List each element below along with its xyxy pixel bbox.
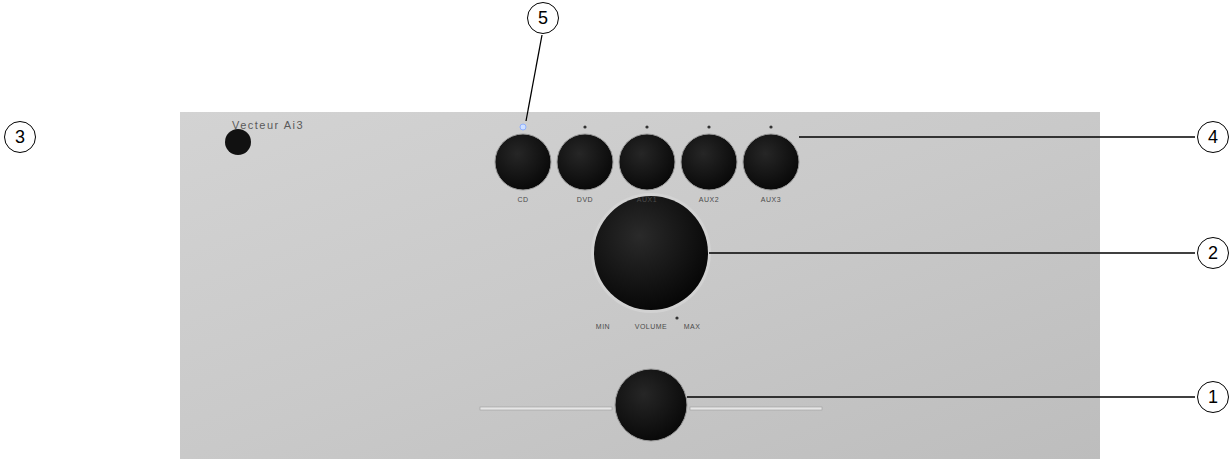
input-label: CD	[517, 196, 528, 203]
callout-number: 3	[4, 121, 36, 153]
volume-scale-label: VOLUME	[635, 323, 668, 330]
callout-number: 1	[1197, 381, 1229, 413]
leader-lines	[526, 35, 1195, 397]
volume-scale-label: MIN	[596, 323, 610, 330]
knob-ring	[591, 193, 711, 313]
callout-number: 2	[1197, 237, 1229, 269]
input-label: AUX3	[761, 196, 781, 203]
brand-name: Vecteur Ai3	[232, 120, 304, 131]
input-label: DVD	[577, 196, 593, 203]
input-label: AUX1	[637, 196, 657, 203]
callout-number: 4	[1197, 121, 1229, 153]
callout-number: 5	[527, 2, 559, 34]
ir-sensor	[225, 129, 251, 155]
volume-scale-label: MAX	[684, 323, 701, 330]
panel-face	[180, 112, 1100, 459]
volume-knob	[594, 196, 708, 310]
max-dot	[675, 316, 678, 319]
power-button	[480, 369, 822, 441]
input-buttons	[495, 124, 799, 190]
input-label: AUX2	[699, 196, 719, 203]
